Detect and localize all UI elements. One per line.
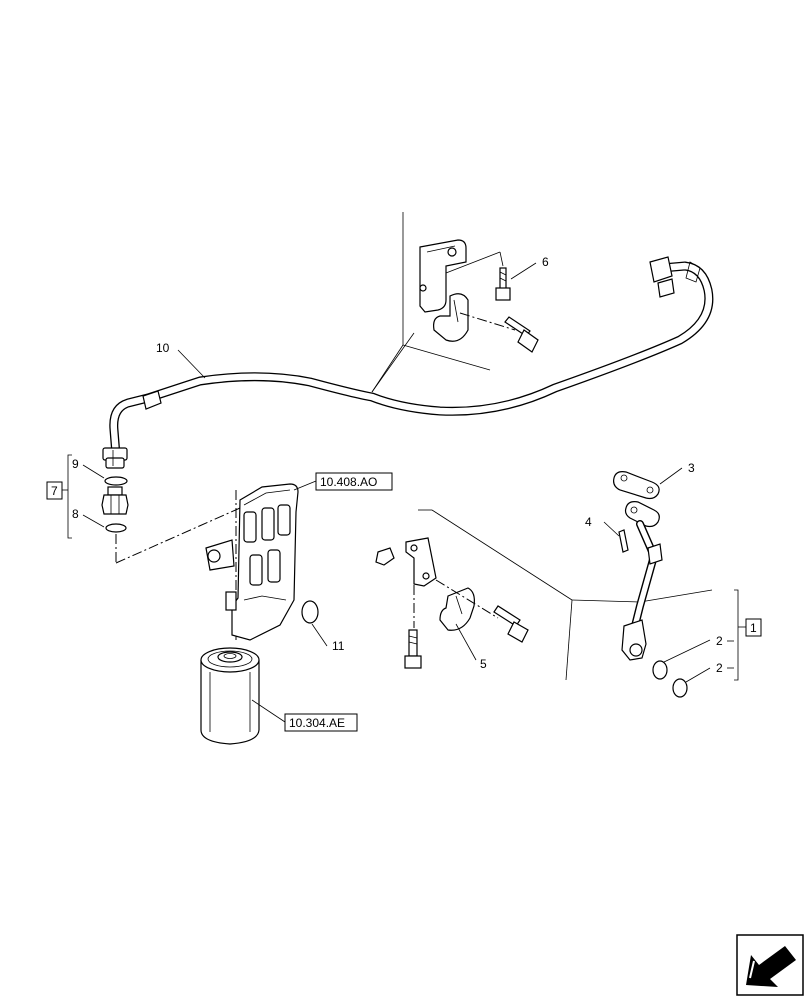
callout-6: 6 <box>542 255 549 269</box>
callout-4: 4 <box>585 515 592 529</box>
arrow-bottom-left-icon[interactable] <box>736 934 804 996</box>
fitting-group-7: 7 9 8 <box>46 454 241 564</box>
callout-11: 11 <box>332 639 345 653</box>
callout-2b: 2 <box>716 661 723 675</box>
callout-5: 5 <box>480 657 487 671</box>
bolt-vertical-icon <box>404 629 422 669</box>
pipe-10: 10 <box>102 256 714 469</box>
adapter-fitting-icon <box>101 486 129 515</box>
filter-head: 10.408.AO <box>205 472 393 641</box>
ref-10-408-ao: 10.408.AO <box>320 475 377 489</box>
callout-2a: 2 <box>716 634 723 648</box>
bracket-assembly-top: 6 <box>371 212 549 393</box>
callout-3: 3 <box>688 461 695 475</box>
oil-filter: 10.304.AE <box>200 647 358 745</box>
pin-4-icon <box>618 529 629 553</box>
ref-10-304-ae: 10.304.AE <box>289 716 345 730</box>
bolt-angled-2-icon <box>493 605 529 643</box>
callout-10: 10 <box>156 341 170 355</box>
bolt-6-icon <box>495 267 511 301</box>
callout-9: 9 <box>72 457 79 471</box>
tube-assembly-1: 3 4 1 2 2 <box>565 461 762 698</box>
callout-8: 8 <box>72 507 79 521</box>
callout-1: 1 <box>750 621 757 635</box>
o-ring-11: 11 <box>301 600 345 653</box>
clamp-group-5: 5 <box>375 509 573 671</box>
bolt-angled-icon <box>504 316 539 353</box>
gasket-3-icon <box>613 471 660 500</box>
nut-icon <box>375 547 395 566</box>
callout-7: 7 <box>51 484 58 498</box>
